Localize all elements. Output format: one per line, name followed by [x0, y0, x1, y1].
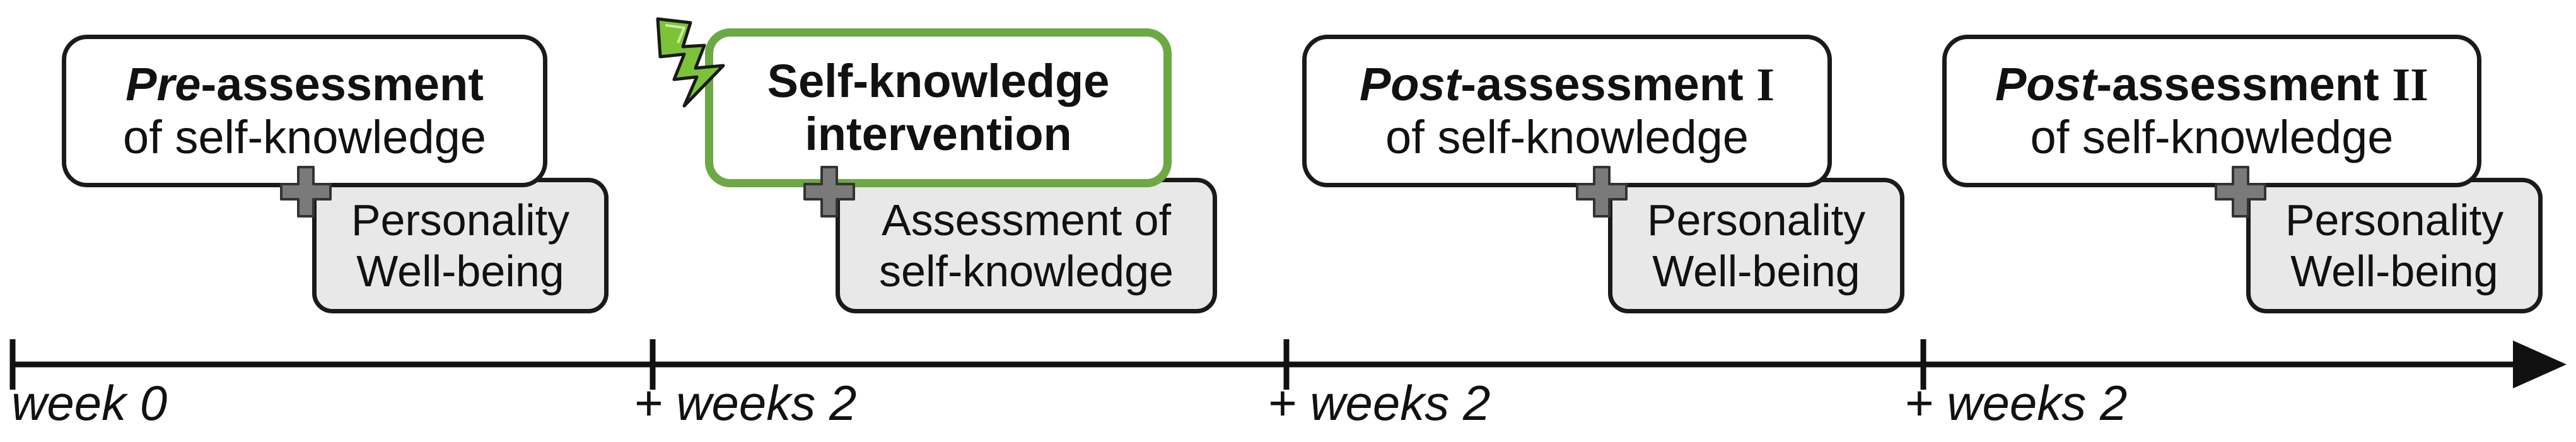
phase-2-detail-line-2: self-knowledge	[879, 246, 1174, 296]
phase-4-detail-line-1: Personality	[2285, 195, 2504, 245]
phase-1-title: Pre-assessment	[125, 57, 484, 112]
phase-1-subtitle: of self-knowledge	[123, 110, 486, 163]
phase-1-main-box: Pre-assessment of self-knowledge	[62, 35, 547, 187]
phase-1-detail-box: Personality Well-being	[312, 178, 609, 313]
phase-2-detail-line-1: Assessment of	[881, 195, 1172, 245]
phase-4-title-emphasis: Post	[1995, 57, 2097, 110]
phase-1-plus-icon	[280, 166, 332, 218]
timeline-label-step-2: + weeks 2	[1268, 375, 1491, 431]
phase-1-title-emphasis: Pre	[125, 57, 201, 110]
phase-3-detail-line-1: Personality	[1646, 195, 1866, 245]
lightning-bolt-icon	[656, 17, 725, 108]
phase-3-title-numeral: I	[1756, 59, 1775, 111]
phase-2-plus-icon	[803, 166, 855, 218]
phase-4-title: Post-assessment II	[1995, 57, 2428, 112]
phase-3-plus-icon	[1576, 166, 1628, 218]
phase-4-main-box: Post-assessment II of self-knowledge	[1942, 35, 2481, 187]
phase-2-subtitle: intervention	[805, 107, 1072, 160]
phase-3-subtitle: of self-knowledge	[1385, 110, 1749, 163]
phase-3-main-box: Post-assessment I of self-knowledge	[1302, 35, 1832, 187]
phase-1-detail-line-1: Personality	[351, 195, 570, 245]
phase-4-plus-icon	[2215, 166, 2266, 218]
phase-3-title: Post-assessment I	[1359, 57, 1775, 112]
timeline-label-week-0: week 0	[11, 375, 168, 431]
phase-4-detail-line-2: Well-being	[2290, 246, 2498, 296]
phase-2-main-box: Self-knowledge intervention	[705, 28, 1172, 187]
phase-4-subtitle: of self-knowledge	[2030, 110, 2394, 163]
phase-4-title-rest: -assessment	[2096, 57, 2392, 110]
phase-2-detail-box: Assessment of self-knowledge	[836, 178, 1217, 313]
phase-4-detail-box: Personality Well-being	[2246, 178, 2543, 313]
phase-3-title-emphasis: Post	[1359, 57, 1461, 110]
phase-2-title-rest: Self-knowledge	[767, 54, 1110, 107]
phase-3-detail-box: Personality Well-being	[1608, 178, 1904, 313]
phase-3-title-rest: -assessment	[1460, 57, 1757, 110]
timeline-arrowhead-icon	[2513, 340, 2567, 388]
phase-4-title-numeral: II	[2392, 59, 2428, 111]
timeline-label-step-1: + weeks 2	[634, 375, 857, 431]
phase-3-detail-line-2: Well-being	[1652, 246, 1860, 296]
timeline-label-step-3: + weeks 2	[1904, 375, 2128, 431]
phase-1-title-rest: -assessment	[201, 57, 484, 110]
phase-2-title: Self-knowledge	[767, 55, 1110, 108]
phase-1-detail-line-2: Well-being	[356, 246, 564, 296]
